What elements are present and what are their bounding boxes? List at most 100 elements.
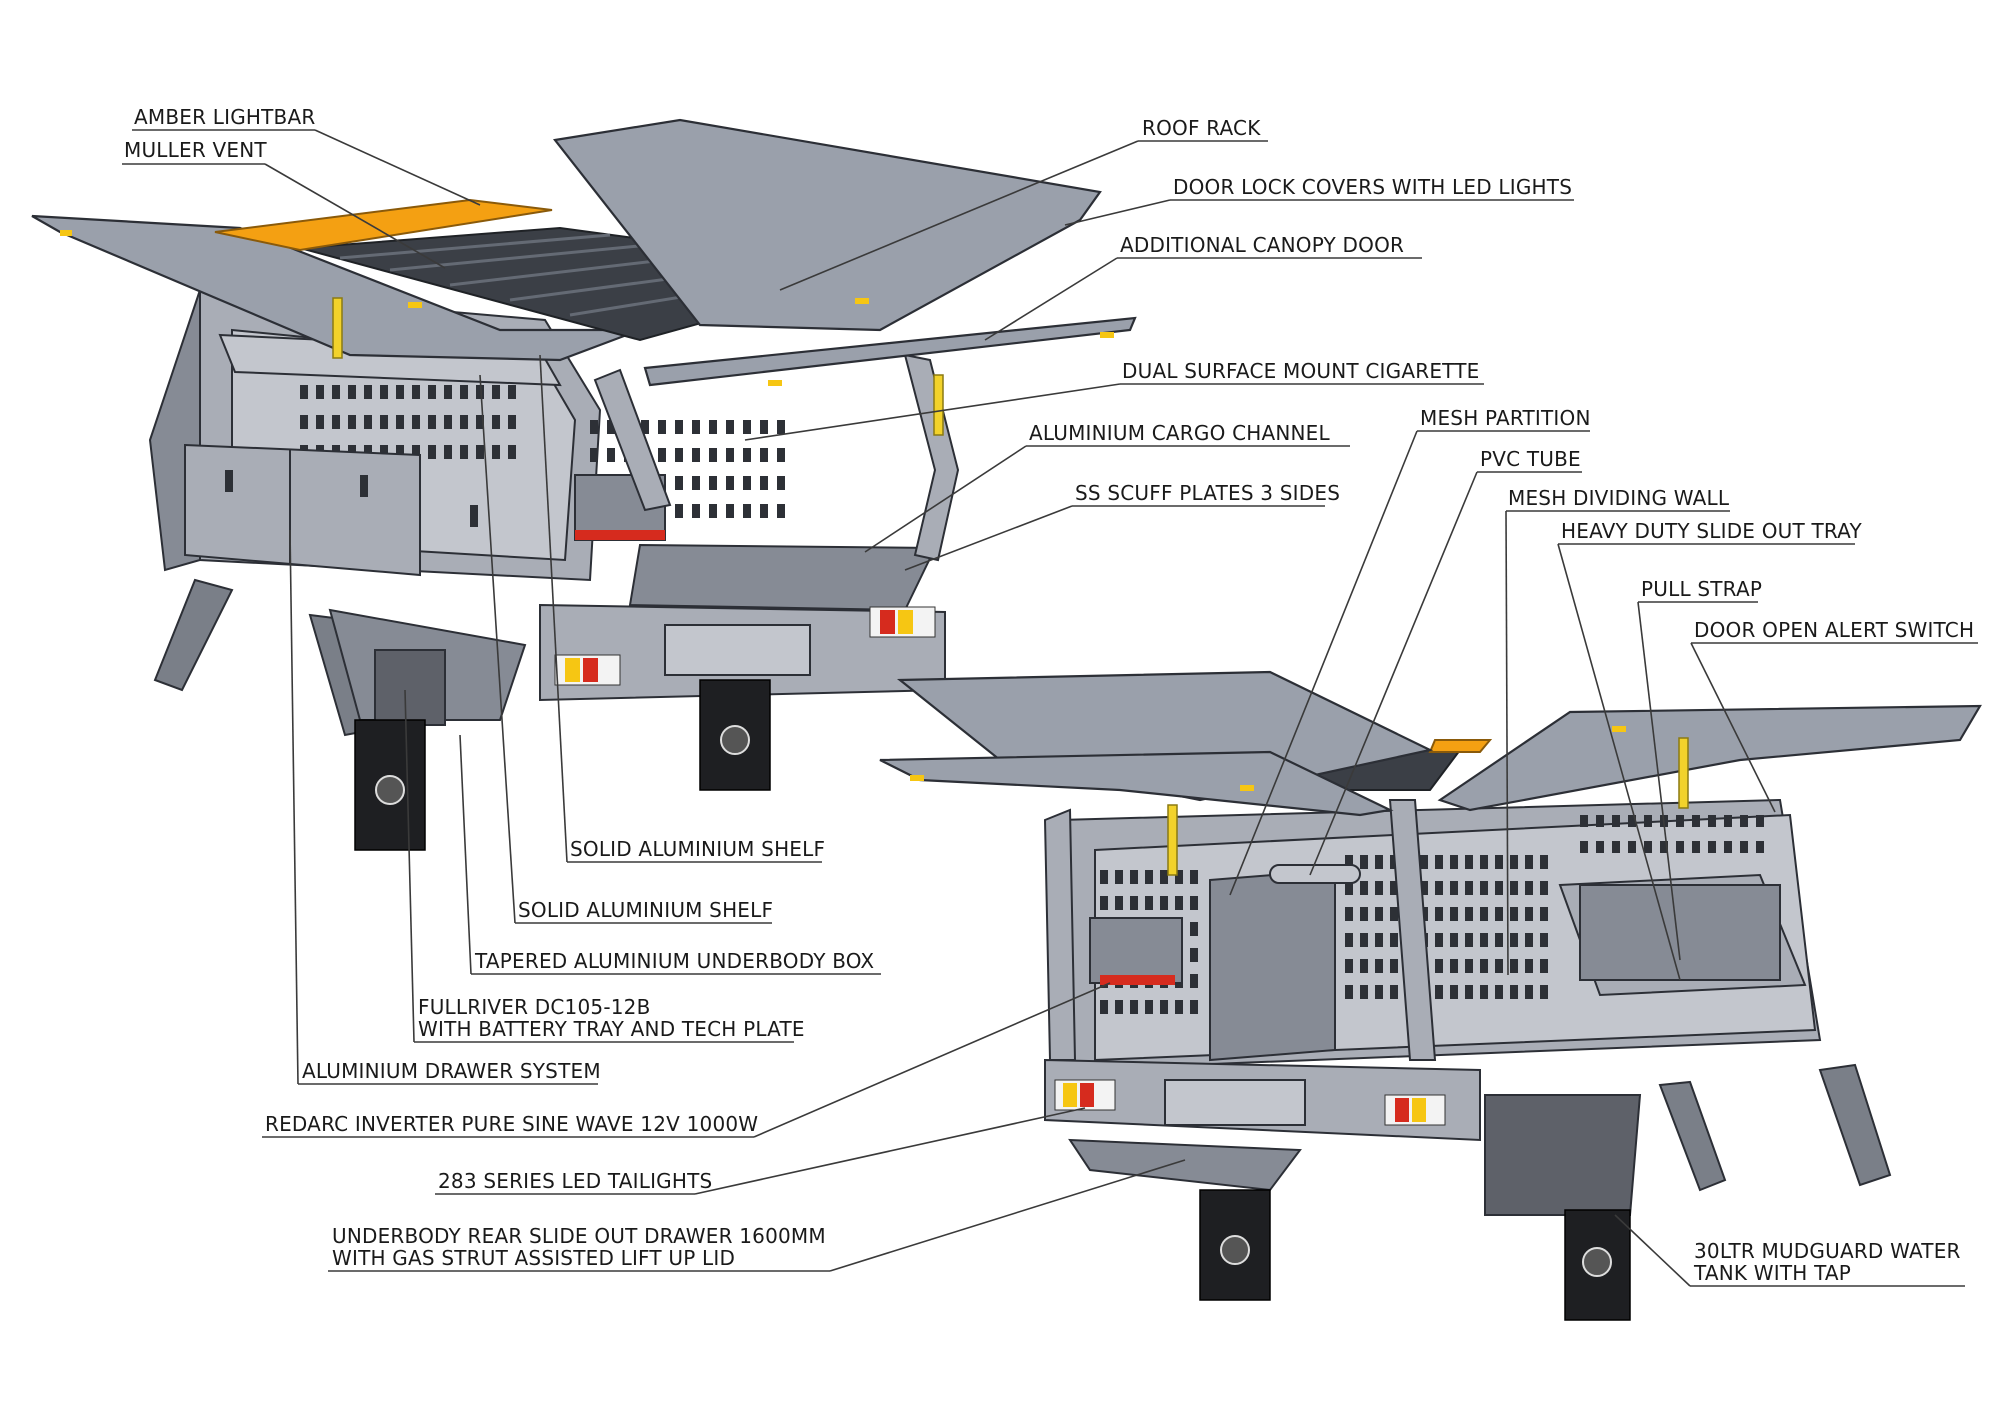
mesh-hole [1465,881,1473,895]
mesh-hole [709,476,717,490]
mesh-hole [1435,933,1443,947]
mesh-hole [1480,933,1488,947]
mesh-hole [1450,959,1458,973]
mesh-hole [1596,815,1604,827]
right-mount-leg-2 [1818,1063,1892,1187]
label-heavy-duty-tray: HEAVY DUTY SLIDE OUT TRAY [1561,519,1862,543]
mesh-hole [1175,1000,1183,1014]
mesh-hole [332,385,340,399]
mesh-hole [1160,870,1168,884]
mesh-hole [1100,1000,1108,1014]
right-mesh-partition [1209,868,1336,1062]
mesh-hole [1628,841,1636,853]
mesh-hole [1190,870,1198,884]
mesh-hole [412,415,420,429]
mesh-hole [1465,959,1473,973]
label-fullriver-2: WITH BATTERY TRAY AND TECH PLATE [418,1017,805,1041]
mesh-hole [444,385,452,399]
mesh-hole [460,415,468,429]
mesh-hole [1708,815,1716,827]
mesh-hole [1375,855,1383,869]
mesh-hole [590,420,598,434]
mesh-hole [1375,985,1383,999]
mesh-hole [743,476,751,490]
mesh-hole [460,385,468,399]
mesh-hole [1130,1000,1138,1014]
mesh-hole [1612,815,1620,827]
mesh-hole [1390,881,1398,895]
left-mudflap-2 [699,679,771,791]
mesh-hole [1692,815,1700,827]
mesh-hole [1510,907,1518,921]
mesh-hole [692,504,700,518]
mesh-hole [444,445,452,459]
mesh-hole [1525,881,1533,895]
mesh-hole [1390,933,1398,947]
mesh-hole [1540,907,1548,921]
left-mount-leg-1 [153,578,234,692]
mesh-hole [1115,870,1123,884]
mesh-hole [396,445,404,459]
label-aluminium-drawer: ALUMINIUM DRAWER SYSTEM [302,1059,601,1083]
mesh-hole [1510,959,1518,973]
mesh-hole [1375,907,1383,921]
label-solid-shelf-2: SOLID ALUMINIUM SHELF [518,898,773,922]
mesh-hole [1708,841,1716,853]
mesh-hole [743,504,751,518]
mesh-hole [1190,896,1198,910]
mesh-hole [760,504,768,518]
mesh-hole [1345,907,1353,921]
mesh-hole [1580,815,1588,827]
left-gullwing-door-right [552,118,1102,332]
mesh-hole [1375,959,1383,973]
mesh-hole [1495,959,1503,973]
label-aluminium-cargo-channel: ALUMINIUM CARGO CHANNEL [1029,421,1331,445]
mesh-hole [1145,896,1153,910]
mesh-hole [1540,855,1548,869]
mesh-hole [760,448,768,462]
mesh-hole [1510,985,1518,999]
mesh-hole [508,445,516,459]
right-inverter-box [1089,917,1183,984]
mesh-hole [300,385,308,399]
mesh-hole [1676,841,1684,853]
left-plate-recess [664,624,811,676]
mesh-hole [658,448,666,462]
mesh-hole [1420,881,1428,895]
mesh-hole [1450,881,1458,895]
mesh-hole [1435,855,1443,869]
mesh-hole [777,448,785,462]
left-additional-canopy-door [643,316,1137,387]
mesh-hole [1480,881,1488,895]
mesh-hole [1540,985,1548,999]
mesh-hole [1435,959,1443,973]
mesh-hole [1390,907,1398,921]
mesh-hole [1525,959,1533,973]
mesh-hole [1756,841,1764,853]
mesh-hole [1190,922,1198,936]
mesh-hole [658,420,666,434]
mesh-hole [1160,896,1168,910]
mesh-hole [1465,985,1473,999]
mesh-hole [412,445,420,459]
mesh-hole [1525,907,1533,921]
mesh-hole [428,385,436,399]
label-amber-lightbar: AMBER LIGHTBAR [134,105,315,129]
mesh-hole [1145,870,1153,884]
label-underbody-drawer-2: WITH GAS STRUT ASSISTED LIFT UP LID [332,1246,735,1270]
mesh-hole [1360,855,1368,869]
mesh-hole [692,420,700,434]
mesh-hole [1525,985,1533,999]
mesh-hole [726,504,734,518]
mesh-hole [1175,870,1183,884]
label-door-lock-covers: DOOR LOCK COVERS WITH LED LIGHTS [1173,175,1572,199]
label-ss-scuff-plates: SS SCUFF PLATES 3 SIDES [1075,481,1340,505]
label-roof-rack: ROOF RACK [1142,116,1261,140]
label-water-tank-1: 30LTR MUDGUARD WATER [1694,1239,1961,1263]
mesh-hole [1495,933,1503,947]
mesh-hole [364,385,372,399]
mesh-hole [607,420,615,434]
mesh-hole [1644,815,1652,827]
mesh-hole [1100,870,1108,884]
canopy-left [31,118,1137,851]
